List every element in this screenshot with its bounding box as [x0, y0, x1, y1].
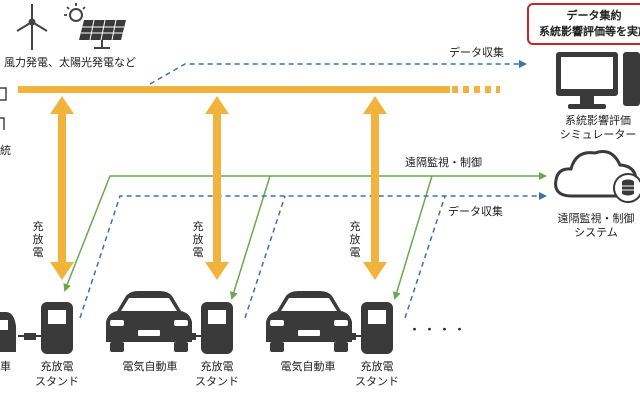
grid-tower-icon: [0, 87, 7, 130]
ev-label-1: 電気自動車: [122, 360, 178, 373]
data-collection-mid-label: データ収集: [448, 205, 503, 218]
data-aggregation-callout: データ集約 系統影響評価等を実施: [527, 3, 640, 45]
power-bus-line: [18, 86, 500, 93]
simulator-label-line1: 系統影響評価: [565, 114, 631, 127]
more-stations-dots: ・・・・: [408, 323, 469, 338]
data-collection-top-label: データ収集: [449, 46, 504, 59]
charging-stand-icon-1: [18, 302, 73, 354]
station-label-3-line2: スタンド: [355, 375, 399, 388]
callout-title: データ集約: [566, 9, 622, 22]
charge-label-3: 充放電: [349, 220, 361, 259]
simulator-computer-icon: [556, 52, 640, 109]
charge-arrow-2: [205, 96, 229, 280]
simulator-label-line2: シミュレーター: [559, 128, 637, 141]
ev-car-icon-partial: [0, 312, 16, 352]
database-icon: [613, 173, 640, 203]
charging-stand-icon-2: [178, 302, 233, 354]
charge-label-1: 充放電: [32, 220, 44, 259]
callout-subtitle: 系統影響評価等を実施: [539, 25, 640, 38]
data-collection-mid-lines: [79, 192, 547, 319]
cloud-label-line1: 遠隔監視・制御: [557, 212, 635, 225]
station-label-2-line2: スタンド: [195, 375, 239, 388]
wind-turbine-icon: [16, 4, 48, 50]
ev-cut-label: 車: [0, 360, 11, 373]
grid-cut-label: 統: [0, 144, 11, 157]
ev-car-icon-2: [266, 291, 352, 352]
solar-panel-icon: [64, 3, 126, 49]
ev-car-icon-1: [106, 291, 192, 352]
station-label-3-line1: 充放電: [360, 360, 394, 373]
charge-arrow-1: [50, 96, 74, 280]
data-collection-top-arrow: [149, 60, 527, 85]
renewable-sources-label: 風力発電、太陽光発電など: [4, 56, 136, 69]
remote-monitoring-label: 遠隔監視・制御: [405, 156, 482, 169]
station-label-2-line1: 充放電: [200, 360, 234, 373]
remote-control-lines: [63, 175, 545, 300]
station-label-1-line2: スタンド: [35, 375, 79, 388]
charge-arrow-3: [363, 96, 387, 280]
cloud-label-line2: システム: [574, 226, 618, 239]
station-label-1-line1: 充放電: [40, 360, 74, 373]
ev-label-2: 電気自動車: [280, 360, 336, 373]
charge-label-2: 充放電: [192, 220, 204, 259]
